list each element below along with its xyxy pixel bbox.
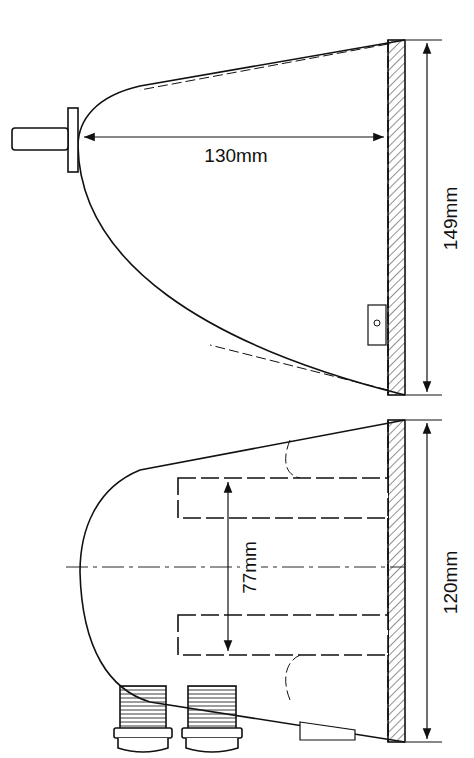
dimension-label: 120mm — [442, 548, 463, 615]
dimension-label: 130mm — [202, 146, 269, 167]
dimension-label: 149mm — [442, 184, 463, 251]
dimension-label: 77mm — [240, 539, 261, 596]
